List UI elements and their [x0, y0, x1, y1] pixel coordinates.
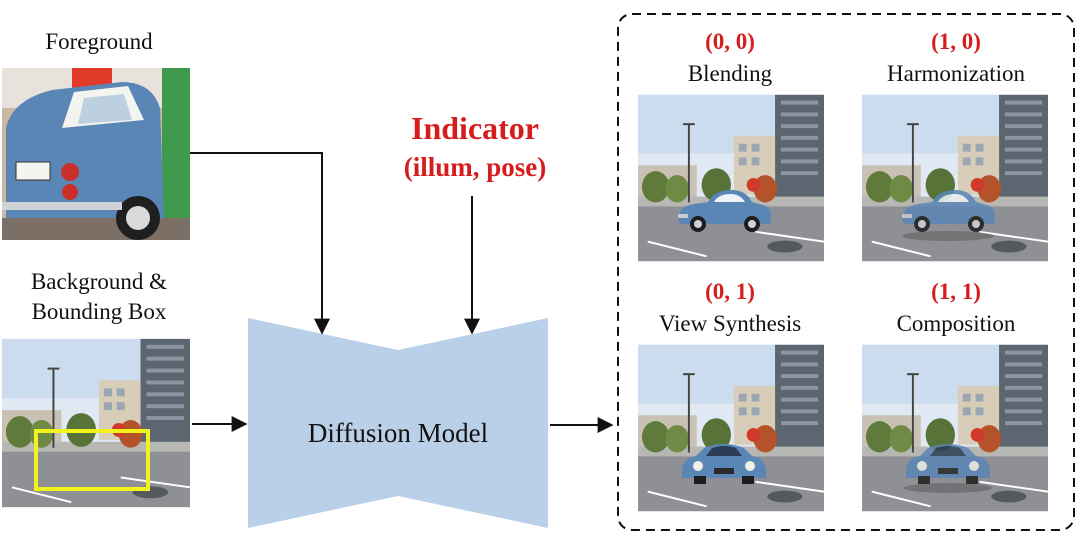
background-label-line2: Bounding Box	[31, 299, 167, 324]
indicator-subtitle: (illum, pose)	[403, 152, 547, 182]
output-code-harmonization: (1, 0)	[931, 29, 981, 54]
diffusion-model-label: Diffusion Model	[307, 418, 489, 448]
output-name-view-synthesis: View Synthesis	[658, 311, 802, 336]
output-name-composition: Composition	[896, 311, 1016, 336]
indicator-title: Indicator	[411, 110, 539, 146]
output-image-blending	[638, 94, 824, 262]
output-image-view-synthesis	[638, 344, 824, 512]
foreground-arrow	[190, 152, 330, 335]
diffusion-model-shape	[248, 318, 548, 528]
background-label-line1: Background &	[30, 269, 168, 294]
outputs-frame	[617, 13, 1075, 531]
foreground-image	[2, 68, 190, 240]
foreground-label: Foreground	[45, 29, 153, 54]
output-name-harmonization: Harmonization	[887, 61, 1025, 86]
output-image-composition	[862, 344, 1048, 512]
output-code-composition: (1, 1)	[931, 279, 981, 304]
output-name-blending: Blending	[687, 61, 773, 86]
output-code-view-synthesis: (0, 1)	[705, 279, 755, 304]
output-code-blending: (0, 0)	[705, 29, 755, 54]
bounding-box	[34, 429, 150, 491]
output-image-harmonization	[862, 94, 1048, 262]
